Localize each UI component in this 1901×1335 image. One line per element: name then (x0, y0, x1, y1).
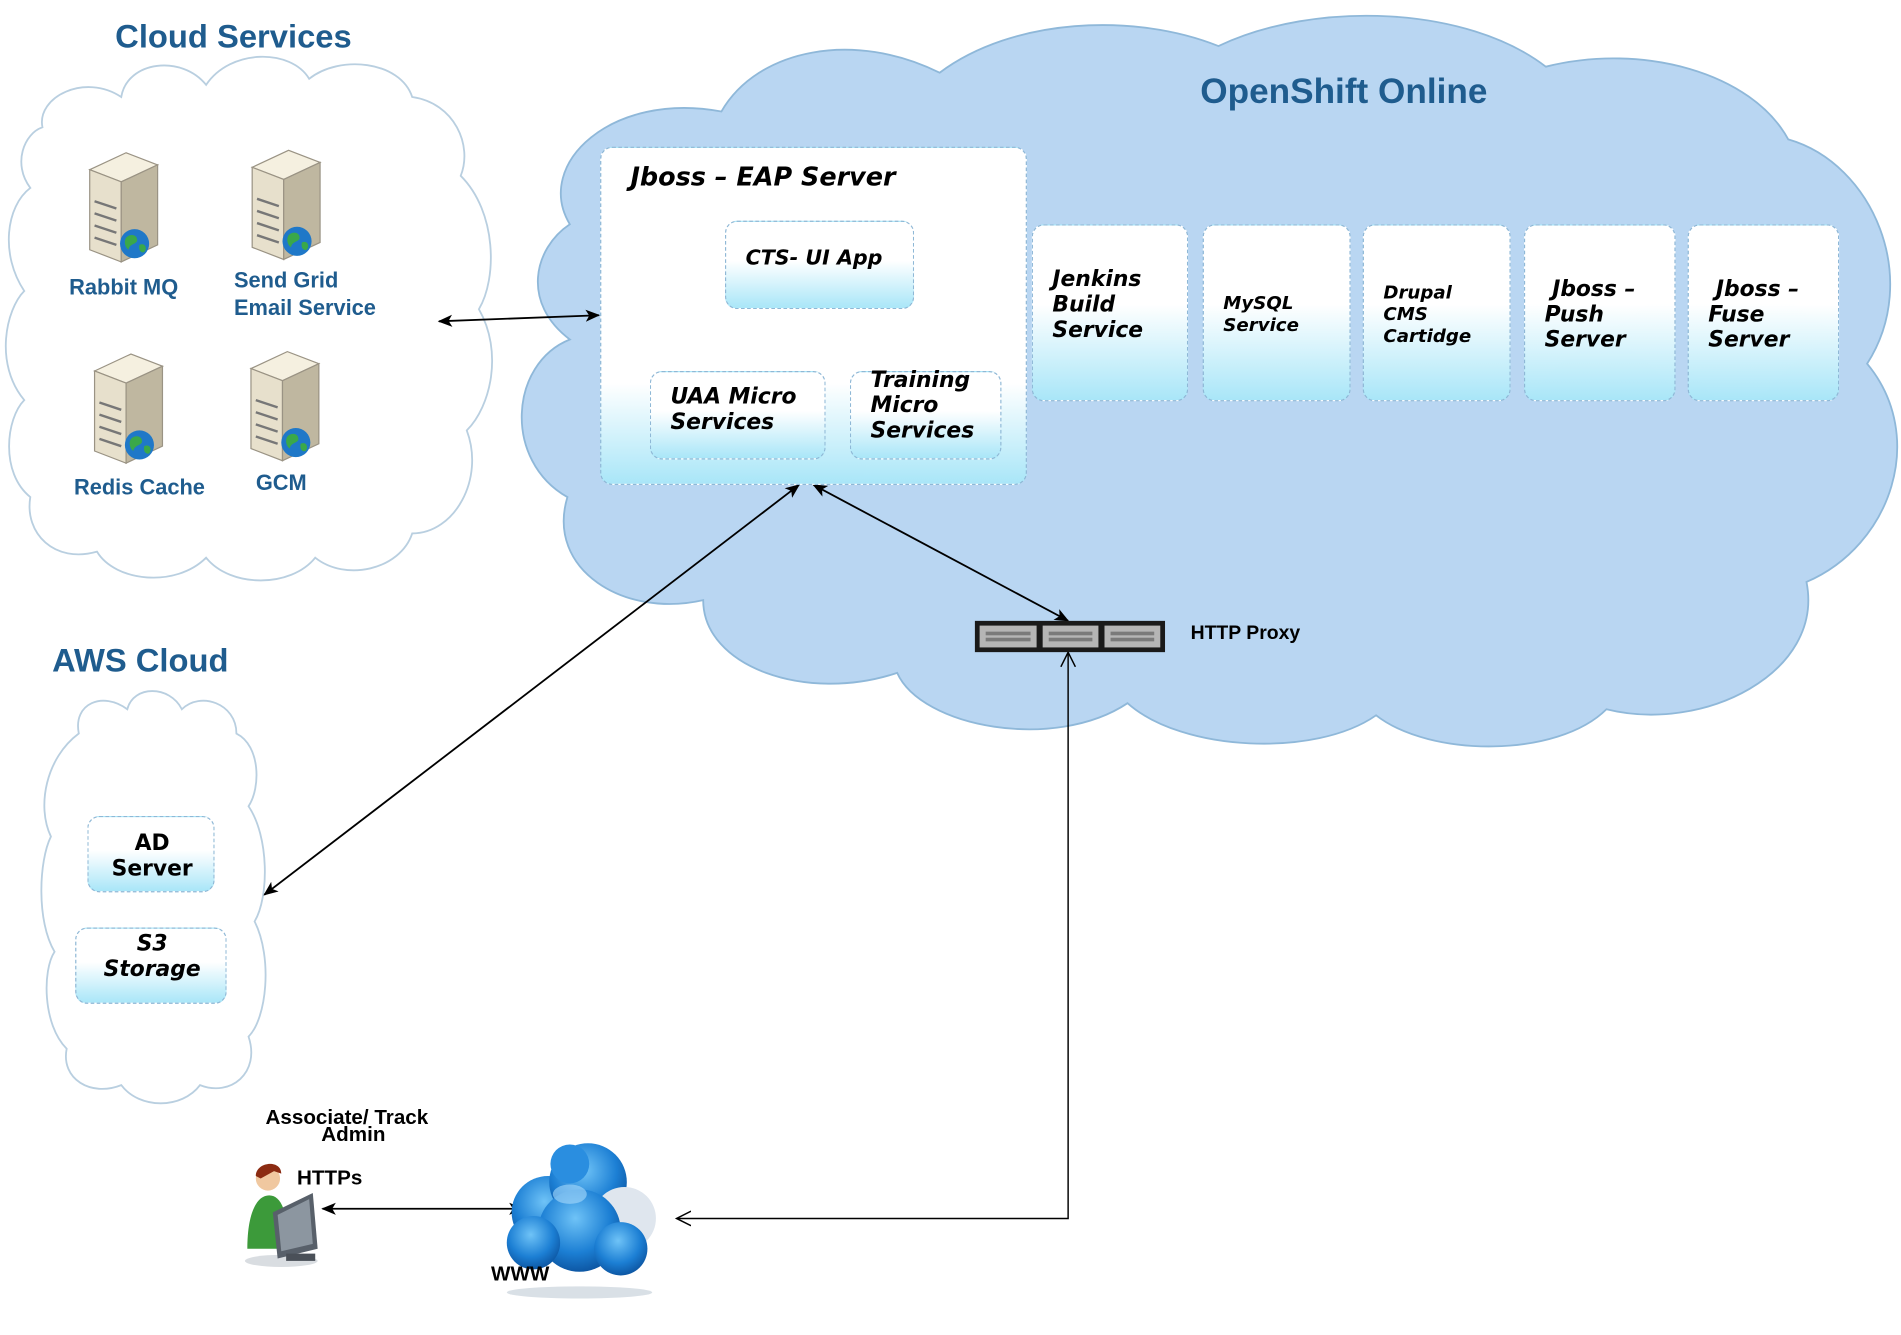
jboss-push-label: Jboss – Push Server (1544, 276, 1636, 353)
cts-ui-app-label: CTS- UI App (745, 246, 883, 271)
cts-ui-app-box: CTS- UI App (725, 220, 915, 310)
server-icon (249, 350, 321, 462)
jboss-push-box: Jboss – Push Server (1523, 224, 1676, 402)
jboss-fuse-label: Jboss – Fuse Server (1708, 276, 1800, 353)
arrow-eap-aws (263, 484, 800, 896)
jboss-eap-title: Jboss – EAP Server (630, 162, 896, 192)
user-label-line2: Admin (321, 1122, 386, 1146)
openshift-title: OpenShift Online (1200, 72, 1488, 112)
service-label-redis: Redis Cache (73, 475, 205, 500)
aws-cloud-title: AWS Cloud (52, 642, 229, 679)
ad-server-label: AD Server (111, 830, 193, 882)
jenkins-service-box: Jenkins Build Service (1031, 224, 1189, 402)
http-proxy-label: HTTP Proxy (1190, 623, 1301, 644)
service-label-rabbitmq: Rabbit MQ (69, 275, 179, 300)
service-label-sendgrid: Send Grid Email Service (233, 267, 376, 321)
jboss-fuse-box: Jboss – Fuse Server (1687, 224, 1840, 402)
arrow-eap-proxy (812, 484, 1070, 622)
aws-cloud-shape (40, 690, 267, 1105)
uaa-microservices-box: UAA Micro Services (649, 370, 826, 460)
ad-server-box: AD Server (87, 815, 215, 893)
uaa-microservices-label: UAA Micro Services (670, 384, 797, 436)
user-label-line1: Associate/ Track (265, 1105, 429, 1129)
service-label-gcm: GCM (255, 470, 307, 495)
jenkins-service-label: Jenkins Build Service (1052, 266, 1144, 344)
arrow-proxy-www (677, 652, 1069, 1218)
mysql-service-label: MySQL Service (1223, 292, 1299, 336)
drupal-cms-box: Drupal CMS Cartidge (1362, 224, 1511, 402)
http-proxy-icon (974, 620, 1166, 653)
training-microservices-box: Training Micro Services (849, 367, 1002, 460)
www-label: WWW (491, 1262, 550, 1286)
s3-storage-box: S3 Storage (75, 927, 227, 1004)
s3-storage-label: S3 Storage (103, 931, 201, 983)
mysql-service-box: MySQL Service (1202, 224, 1351, 402)
https-label: HTTPs (297, 1166, 363, 1190)
drupal-cms-label: Drupal CMS Cartidge (1383, 281, 1472, 347)
server-icon (250, 149, 322, 261)
cloud-services-title: Cloud Services (115, 18, 352, 55)
user-computer-icon (244, 1163, 318, 1267)
arrow-cloud-services-eap (437, 309, 601, 327)
server-icon (93, 353, 165, 465)
server-icon (88, 152, 160, 263)
training-microservices-label: Training Micro Services (870, 367, 975, 444)
www-cloud-icon (506, 1143, 656, 1299)
